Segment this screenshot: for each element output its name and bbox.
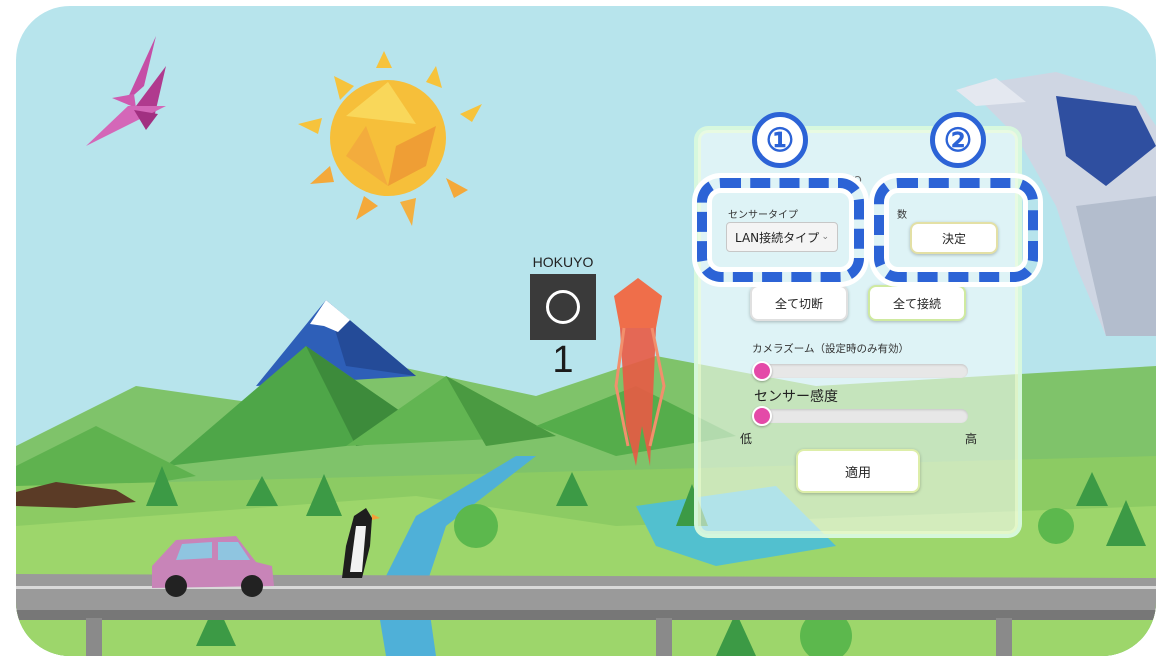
chevron-down-icon: ⌄ — [821, 232, 829, 242]
sun-icon — [298, 51, 482, 226]
sensor-type-label: センサータイプ — [728, 210, 798, 221]
sensitivity-high-label: 高 — [965, 432, 978, 446]
camera-zoom-slider-handle[interactable] — [752, 361, 772, 381]
camera-zoom-label: カメラズーム（設定時のみ有効） — [752, 343, 909, 355]
sensitivity-low-label: 低 — [740, 432, 753, 446]
camera-zoom-slider[interactable] — [752, 361, 968, 381]
annotation-highlight-decide — [874, 178, 1038, 282]
car-icon — [152, 536, 274, 597]
sensor-sensitivity-slider[interactable] — [752, 406, 968, 426]
sensor-name-label: HOKUYO — [532, 254, 594, 270]
apply-button[interactable]: 適用 — [796, 449, 920, 493]
crocodile-icon — [16, 482, 136, 508]
annotation-marker-1: ① — [752, 112, 808, 168]
sensor-sensitivity-slider-handle[interactable] — [752, 406, 772, 426]
sensor-sensitivity-label: センサー感度 — [754, 389, 838, 405]
eagle-icon — [86, 36, 166, 146]
disconnect-all-button[interactable]: 全て切断 — [750, 285, 848, 321]
sensor-count: 1 — [552, 339, 574, 381]
sensor-type-select[interactable]: LAN接続タイプ ⌄ — [726, 222, 838, 252]
decide-button[interactable]: 決定 — [910, 222, 998, 254]
sensor-type-value: LAN接続タイプ — [735, 230, 820, 245]
connect-all-button[interactable]: 全て接続 — [868, 285, 966, 321]
penguin-icon — [342, 508, 380, 578]
annotation-highlight-sensor-type — [697, 178, 864, 282]
annotation-marker-2: ② — [930, 112, 986, 168]
sensor-count-label: 数 — [897, 210, 907, 221]
jellyfish-icon — [614, 278, 666, 466]
whale-icon — [956, 72, 1156, 336]
sensor-ring-icon — [546, 290, 580, 324]
sensor-marker[interactable] — [530, 274, 596, 340]
